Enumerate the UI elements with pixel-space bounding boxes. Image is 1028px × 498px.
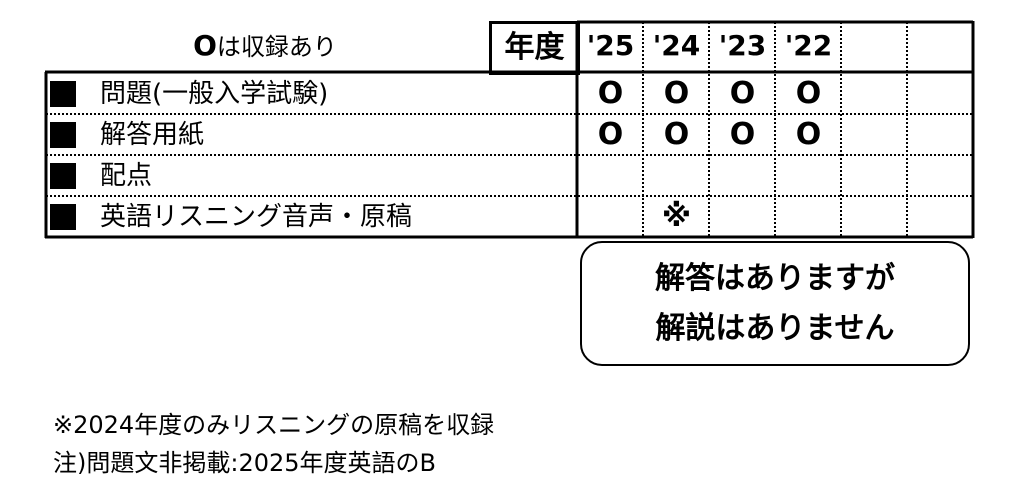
row-label-text: 英語リスニング音声・原稿 bbox=[100, 202, 413, 232]
mark-cell bbox=[578, 197, 643, 237]
mark-cell bbox=[776, 156, 841, 196]
row-label-exam: 問題(一般入学試験) bbox=[50, 74, 328, 114]
row-label-text: 解答用紙 bbox=[100, 120, 205, 150]
legend-text: は収録あり bbox=[216, 33, 337, 61]
mark-cell bbox=[710, 156, 775, 196]
mark-cell bbox=[710, 197, 775, 237]
year-header-2025: '25 bbox=[586, 29, 635, 62]
mark-cell bbox=[842, 197, 907, 237]
black-square-icon bbox=[50, 81, 76, 107]
year-header-empty-2 bbox=[908, 21, 973, 72]
mark-cell bbox=[578, 156, 643, 196]
row-label-text: 配点 bbox=[100, 161, 153, 191]
mark-cell bbox=[644, 156, 709, 196]
note-line-answer: 解答はありますが bbox=[655, 260, 895, 296]
year-header-2022: '22 bbox=[784, 29, 833, 62]
mark-cell bbox=[908, 115, 973, 155]
answer-note-box: 解答はありますが 解説はありません bbox=[580, 241, 970, 366]
year-header-2023: '23 bbox=[718, 29, 767, 62]
row-label-points: 配点 bbox=[50, 156, 152, 196]
circle-legend-icon: O bbox=[193, 29, 217, 62]
footnote-listening: ※2024年度のみリスニングの原稿を収録 bbox=[53, 411, 495, 439]
mark-cell: O bbox=[795, 76, 822, 111]
mark-cell: O bbox=[597, 117, 624, 152]
year-header-empty-1 bbox=[842, 21, 907, 72]
mark-cell bbox=[908, 74, 973, 114]
mark-cell bbox=[842, 156, 907, 196]
note-line-explanation: 解説はありません bbox=[655, 310, 895, 346]
mark-cell bbox=[842, 74, 907, 114]
mark-cell bbox=[842, 115, 907, 155]
mark-cell bbox=[908, 156, 973, 196]
mark-cell bbox=[776, 197, 841, 237]
row-label-answer-sheet: 解答用紙 bbox=[50, 115, 204, 155]
footnote-omitted: 注)問題文非掲載:2025年度英語のB bbox=[53, 449, 436, 477]
mark-cell: O bbox=[795, 117, 822, 152]
mark-cell: O bbox=[597, 76, 624, 111]
row-label-text: 問題(一般入学試験) bbox=[100, 79, 329, 109]
black-square-icon bbox=[50, 204, 76, 230]
mark-cell: ※ bbox=[661, 199, 692, 234]
black-square-icon bbox=[50, 163, 76, 189]
black-square-icon bbox=[50, 122, 76, 148]
mark-cell: O bbox=[729, 117, 756, 152]
legend: Oは収録あり bbox=[120, 26, 410, 66]
mark-cell bbox=[908, 197, 973, 237]
year-header-2024: '24 bbox=[652, 29, 701, 62]
mark-cell: O bbox=[663, 117, 690, 152]
mark-cell: O bbox=[729, 76, 756, 111]
mark-cell: O bbox=[663, 76, 690, 111]
row-label-listening: 英語リスニング音声・原稿 bbox=[50, 197, 412, 237]
year-label: 年度 bbox=[489, 21, 580, 75]
